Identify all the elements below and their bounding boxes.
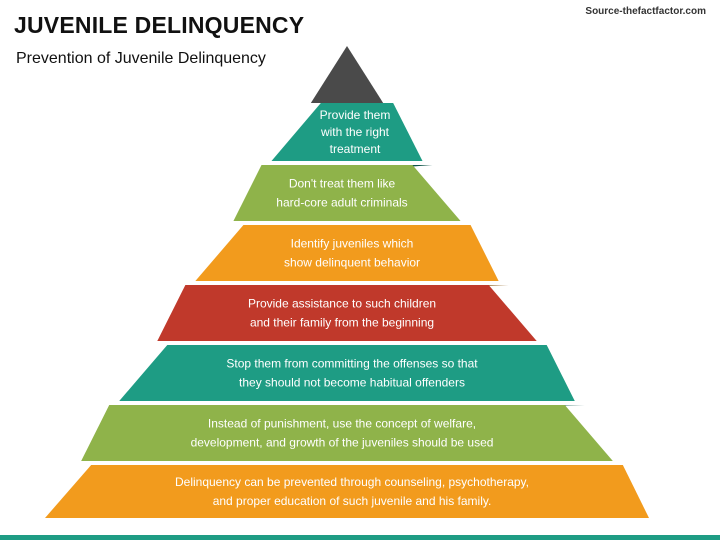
tier-text-line: Identify juveniles which [291, 237, 414, 251]
page-subtitle: Prevention of Juvenile Delinquency [16, 50, 266, 67]
pyramid-tier: Don't treat them like hard-core adult cri… [233, 165, 461, 221]
pyramid-apex [310, 46, 384, 103]
tier-shape [157, 285, 537, 341]
tier-shape [45, 465, 649, 518]
pyramid-tier: Delinquency can be prevented through cou… [45, 465, 649, 518]
tier-text-line: Provide assistance to such children [248, 297, 436, 311]
tier-shape [233, 165, 461, 221]
tier-text-line: Instead of punishment, use the concept o… [208, 417, 476, 431]
bottom-accent-band [0, 535, 720, 540]
tier-text-line: treatment [330, 142, 381, 156]
tier-shape [271, 103, 423, 161]
pyramid-tier: Stop them from committing the offenses s… [119, 345, 575, 401]
tier-text-line: Delinquency can be prevented through cou… [175, 475, 529, 489]
tier-text-line: Don't treat them like [289, 177, 396, 191]
tier-text-line: development, and growth of the juveniles… [191, 436, 494, 450]
page-title: JUVENILE DELINQUENCY [14, 12, 305, 38]
tier-shape [195, 225, 499, 281]
tier-shape [119, 345, 575, 401]
pyramid-tier: Provide assistance to such children and t… [157, 285, 537, 341]
tier-shape [81, 405, 613, 461]
source-credit: Source-thefactfactor.com [585, 6, 706, 17]
tier-text-line: and proper education of such juvenile an… [213, 494, 492, 508]
tier-text-line: Stop them from committing the offenses s… [226, 357, 478, 371]
pyramid-tier: Identify juveniles which show delinquent … [195, 225, 499, 281]
tier-text-line: Provide them [320, 108, 391, 122]
tier-text-line: and their family from the beginning [250, 316, 434, 330]
tier-text-line: hard-core adult criminals [276, 196, 407, 210]
pyramid-tier: Provide them with the right treatment [271, 103, 423, 161]
tier-text-line: show delinquent behavior [284, 256, 420, 270]
pyramid-tier: Instead of punishment, use the concept o… [81, 405, 613, 461]
tier-text-line: they should not become habitual offender… [239, 376, 465, 390]
tier-text-line: with the right [320, 125, 390, 139]
